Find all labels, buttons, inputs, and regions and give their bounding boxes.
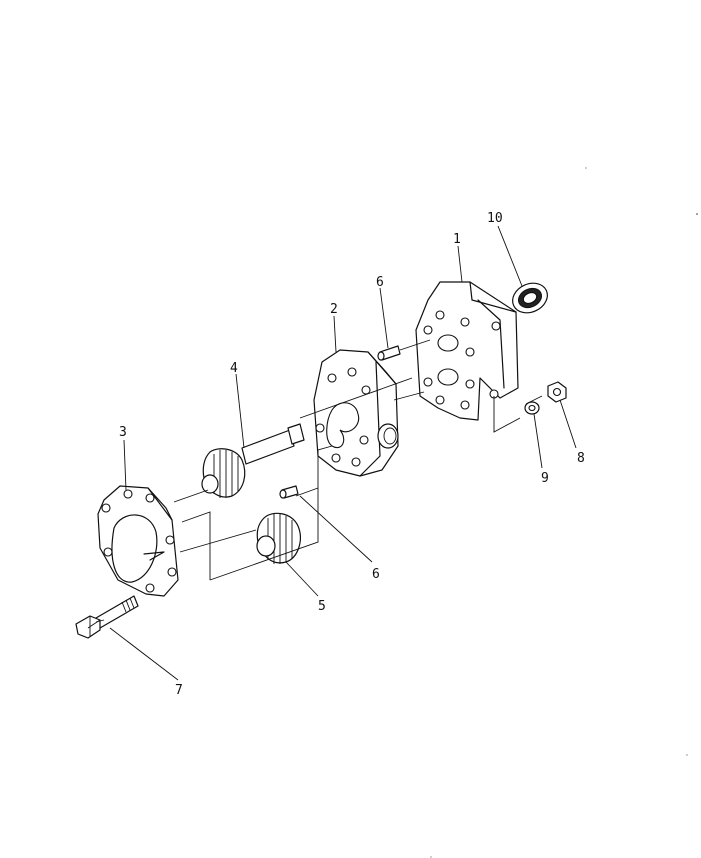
part-1-rear-flange: [415, 281, 519, 421]
callout-10: 10: [487, 211, 503, 226]
callout-3: 3: [119, 425, 127, 440]
callout-5: 5: [318, 599, 326, 614]
part-7-bolt: [75, 595, 139, 639]
callout-1: 1: [453, 232, 461, 247]
scan-specks: [430, 167, 698, 858]
callout-7: 7: [175, 683, 183, 698]
leader-lines: [109, 225, 577, 681]
part-5-driven-gear: [256, 512, 301, 564]
part-6-dowel-pin-upper: [377, 345, 401, 361]
alignment-lines: [95, 339, 543, 623]
part-3-front-cover: [97, 485, 179, 597]
part-9-washer: [524, 401, 540, 415]
part-8-nut: [547, 381, 567, 403]
part-6-dowel-pin-lower: [279, 485, 299, 499]
part-2-gear-housing: [313, 349, 399, 477]
callout-6-upper: 6: [376, 275, 384, 290]
part-4-drive-gear-shaft: [201, 423, 305, 498]
callouts: 1 2 3 4 5 6 6 7 8 9 10: [119, 211, 585, 698]
callout-4: 4: [230, 361, 238, 376]
callout-6-lower: 6: [372, 567, 380, 582]
part-10-oil-seal: [512, 282, 548, 314]
callout-8: 8: [577, 451, 585, 466]
callout-2: 2: [330, 302, 338, 317]
callout-9: 9: [541, 471, 549, 486]
